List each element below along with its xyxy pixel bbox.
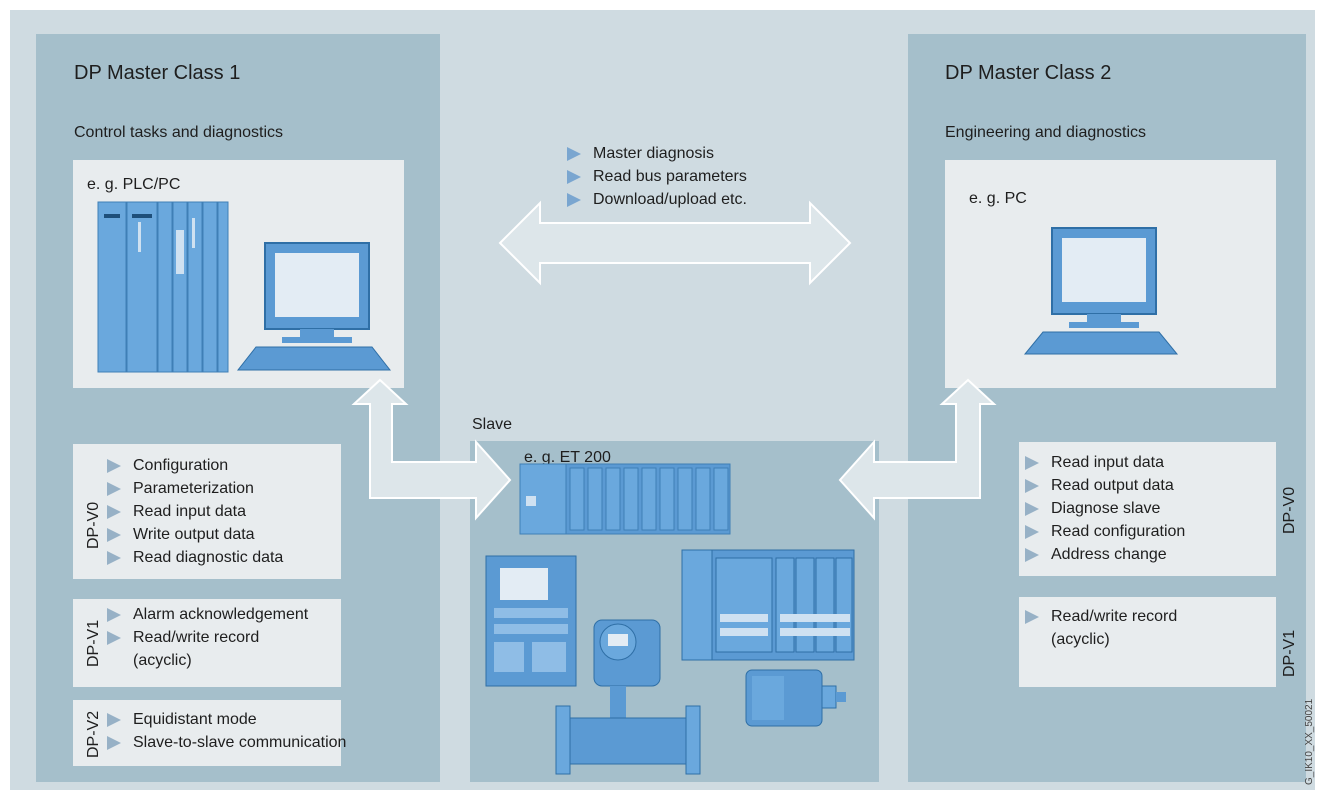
double-arrow-icon	[498, 200, 852, 286]
bullet-triangle-icon	[1025, 548, 1039, 562]
bullet-triangle-icon	[107, 459, 121, 473]
master1-dpv2-box: Equidistant mode Slave-to-slave communic…	[73, 700, 346, 766]
bullet-triangle-icon	[1025, 610, 1039, 624]
bullet-triangle-icon	[107, 505, 121, 519]
pc-label: e. g. PC	[969, 190, 1027, 207]
plc-rack-icon	[97, 201, 229, 373]
bullet-triangle-icon	[107, 608, 121, 622]
master-class1-title: DP Master Class 1	[74, 62, 241, 84]
list-item: Equidistant mode	[107, 708, 346, 731]
slave-title: Slave	[472, 416, 513, 433]
bullet-triangle-icon	[107, 528, 121, 542]
bullet-triangle-icon	[107, 631, 121, 645]
bullet-triangle-icon	[107, 736, 121, 750]
master1-dpv1-list: Alarm acknowledgement Read/write record …	[107, 603, 308, 672]
bullet-triangle-icon	[107, 482, 121, 496]
list-item: Read configuration	[1025, 520, 1185, 543]
center-list: Master diagnosis Read bus parameters Dow…	[567, 142, 747, 211]
master1-dpv0-box: Configuration Parameterization Read inpu…	[73, 444, 341, 579]
bullet-triangle-icon	[1025, 479, 1039, 493]
illustration-layer	[97, 200, 1179, 775]
list-item: (acyclic)	[1051, 631, 1110, 648]
bullet-triangle-icon	[1025, 525, 1039, 539]
master2-dpv1-list: Read/write record (acyclic)	[1025, 605, 1177, 651]
master-class2-subtitle: Engineering and diagnostics	[945, 124, 1147, 141]
bullet-triangle-icon	[567, 147, 581, 161]
master1-dpv2-list: Equidistant mode Slave-to-slave communic…	[107, 708, 346, 754]
list-item: Write output data	[107, 523, 283, 546]
list-item: Configuration	[107, 454, 283, 477]
master2-dpv0-list: Read input data Read output data Diagnos…	[1025, 451, 1185, 566]
io-station-icon	[681, 549, 855, 661]
bullet-triangle-icon	[567, 170, 581, 184]
list-item: Read/write record	[107, 626, 308, 649]
master2-dpv1-box: Read/write record (acyclic)	[1019, 597, 1276, 687]
list-item: Alarm acknowledgement	[107, 603, 308, 626]
computer-icon	[236, 242, 392, 371]
list-item: Read input data	[1025, 451, 1185, 474]
et200-label: e. g. ET 200	[524, 449, 611, 466]
list-item: Read diagnostic data	[107, 546, 283, 569]
bullet-triangle-icon	[1025, 456, 1039, 470]
list-item: Address change	[1025, 543, 1185, 566]
master-class2-title: DP Master Class 2	[945, 62, 1112, 84]
list-item: Master diagnosis	[567, 142, 747, 165]
plc-pc-label: e. g. PLC/PC	[87, 176, 181, 193]
bullet-triangle-icon	[567, 193, 581, 207]
master1-dpv0-list: Configuration Parameterization Read inpu…	[107, 454, 283, 569]
list-item: Read input data	[107, 500, 283, 523]
master1-dpv1-box: Alarm acknowledgement Read/write record …	[73, 599, 341, 687]
bent-arrow-left-icon	[351, 378, 512, 521]
list-item: Diagnose slave	[1025, 497, 1185, 520]
list-item: Read output data	[1025, 474, 1185, 497]
list-item: Slave-to-slave communication	[107, 731, 346, 754]
et200-module-icon	[519, 463, 731, 535]
diagram-canvas: DP Master Class 1 Control tasks and diag…	[10, 10, 1315, 790]
list-item: Parameterization	[107, 477, 283, 500]
bullet-triangle-icon	[107, 551, 121, 565]
bent-arrow-right-icon	[838, 378, 997, 521]
computer-icon	[1023, 227, 1179, 355]
list-item: Download/upload etc.	[567, 188, 747, 211]
bullet-triangle-icon	[1025, 502, 1039, 516]
bullet-triangle-icon	[107, 713, 121, 727]
master-class1-subtitle: Control tasks and diagnostics	[74, 124, 283, 141]
flowmeter-icon	[555, 619, 701, 775]
copyright-code: G_IK10_XX_50021	[1304, 698, 1315, 785]
list-item: (acyclic)	[133, 652, 192, 669]
motor-icon	[745, 669, 846, 727]
master2-dpv0-box: Read input data Read output data Diagnos…	[1019, 442, 1276, 576]
operator-panel-icon	[485, 555, 577, 687]
list-item: Read bus parameters	[567, 165, 747, 188]
list-item: Read/write record	[1025, 605, 1177, 628]
